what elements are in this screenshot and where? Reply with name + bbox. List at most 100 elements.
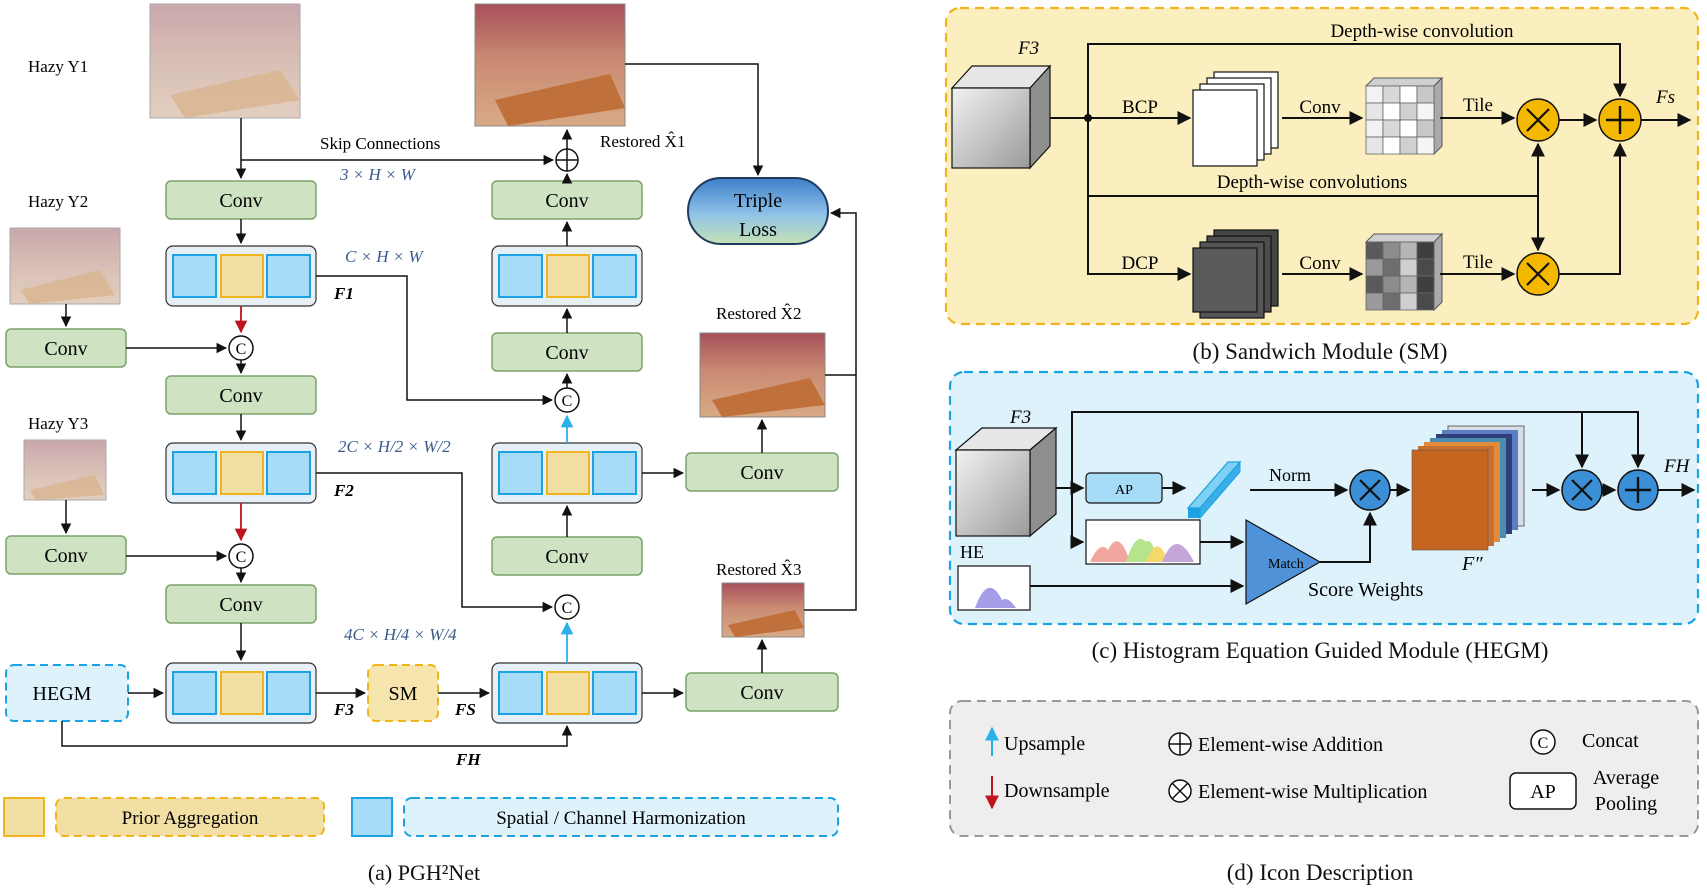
bcp-weight-grid [1364, 76, 1444, 156]
fh-label: FH [455, 750, 481, 769]
dcp-feature-stack [1192, 229, 1279, 319]
skip-connections-label: Skip Connections [320, 134, 440, 153]
block-enc-1 [165, 245, 317, 307]
hegm-box: HEGM [5, 664, 129, 722]
legend-pooling-label: Pooling [1595, 793, 1657, 815]
svg-text:Conv: Conv [740, 682, 783, 704]
concat-node-1: C [228, 335, 254, 361]
hazy1-label: Hazy Y1 [28, 57, 88, 76]
conv-box-dec-2: Conv [491, 332, 643, 372]
tile-label-2: Tile [1463, 252, 1493, 273]
sm-conv-label-1: Conv [1299, 97, 1341, 118]
legend-average-label: Average [1593, 767, 1659, 789]
svg-text:HEGM: HEGM [33, 683, 92, 705]
hegm-multiply-node-1 [1349, 469, 1391, 511]
he-histogram-box [957, 565, 1031, 611]
panel-a: Hazy Y1 Hazy Y2 Hazy Y3 Restored X̂1 Res… [3, 3, 857, 885]
hazy2-label: Hazy Y2 [28, 192, 88, 211]
hazy-image-2 [9, 227, 121, 305]
he-label: HE [960, 542, 984, 562]
dim-label-3: 2C × H/2 × W/2 [338, 437, 451, 456]
conv-box-dec-3: Conv [491, 536, 643, 576]
legend-multiplication-icon [1168, 779, 1192, 803]
svg-text:Conv: Conv [219, 190, 262, 212]
legend-addition-icon [1168, 732, 1192, 756]
svg-text:Match: Match [1268, 557, 1304, 572]
concat-node-2: C [228, 543, 254, 569]
depthwise-convs-label: Depth-wise convolutions [1217, 172, 1408, 193]
conv-box-enc-1: Conv [165, 180, 317, 220]
conv-box-side-3: Conv [5, 535, 127, 575]
svg-text:C: C [236, 549, 247, 566]
svg-text:Conv: Conv [545, 342, 588, 364]
tile-label-1: Tile [1463, 95, 1493, 116]
hegm-input-cube [954, 426, 1058, 538]
caption-c: (c) Histogram Equation Guided Module (HE… [1092, 638, 1549, 663]
svg-text:AP: AP [1530, 781, 1556, 803]
block-dec-1 [491, 245, 643, 307]
restored2-label: Restored X̂2 [716, 304, 801, 323]
dim-label-1: 3 × H × W [339, 165, 417, 184]
sm-multiply-node-2 [1516, 252, 1560, 296]
legend-ap-icon: AP [1509, 772, 1577, 810]
dcp-label: DCP [1122, 253, 1159, 274]
concat-node-4: C [554, 594, 580, 620]
dim-label-4: 4C × H/4 × W/4 [344, 625, 457, 644]
fs-label: FS [454, 700, 476, 719]
svg-text:AP: AP [1115, 483, 1133, 498]
score-weights-label: Score Weights [1308, 579, 1423, 601]
svg-text:C: C [236, 341, 247, 358]
caption-b: (b) Sandwich Module (SM) [1193, 339, 1448, 364]
legend-prior-aggregation: Prior Aggregation [3, 797, 325, 837]
conv-box-out-2: Conv [685, 452, 839, 492]
legend-concat-label: Concat [1582, 730, 1639, 752]
bcp-feature-stack [1192, 71, 1279, 167]
svg-text:Prior Aggregation: Prior Aggregation [122, 808, 259, 829]
svg-text:Conv: Conv [44, 338, 87, 360]
sm-conv-label-2: Conv [1299, 253, 1341, 274]
ap-box: AP [1085, 472, 1163, 504]
panel-a-connectors [60, 63, 857, 747]
conv-box-enc-3: Conv [165, 584, 317, 624]
hegm-multiply-node-2 [1561, 469, 1603, 511]
svg-text:C: C [562, 600, 573, 617]
f1-label: F1 [333, 284, 354, 303]
histogram-box [1085, 519, 1201, 565]
caption-d: (d) Icon Description [1227, 860, 1414, 885]
depthwise-conv-label: Depth-wise convolution [1330, 21, 1514, 42]
svg-text:Loss: Loss [739, 219, 777, 241]
bcp-label: BCP [1122, 97, 1158, 118]
panel-c-connectors [1030, 411, 1696, 593]
dcp-weight-grid [1364, 232, 1444, 312]
block-enc-2 [165, 442, 317, 504]
svg-text:Spatial / Channel Harmonizatio: Spatial / Channel Harmonization [496, 808, 746, 829]
sm-box: SM [367, 664, 439, 722]
norm-label: Norm [1269, 465, 1311, 485]
hegm-output-label: FH [1663, 456, 1691, 477]
legend-addition-label: Element-wise Addition [1198, 734, 1383, 756]
sm-output-label: Fs [1655, 87, 1675, 108]
hegm-f3-label: F3 [1009, 407, 1031, 428]
svg-text:Conv: Conv [44, 545, 87, 567]
conv-box-side-2: Conv [5, 328, 127, 368]
sm-add-node [1598, 98, 1642, 142]
panel-b: F3 [944, 6, 1700, 364]
panel-c: F3 AP HE Match [948, 370, 1700, 663]
block-dec-3 [491, 662, 643, 724]
svg-text:SM: SM [389, 683, 418, 705]
svg-text:Conv: Conv [219, 385, 262, 407]
svg-text:C: C [562, 393, 573, 410]
svg-text:Triple: Triple [734, 190, 782, 212]
restored-image-2 [699, 332, 826, 418]
legend-downsample-label: Downsample [1004, 780, 1110, 802]
hegm-add-node [1617, 469, 1659, 511]
concat-node-3: C [554, 387, 580, 413]
block-enc-3 [165, 662, 317, 724]
conv-box-dec-1: Conv [491, 180, 643, 220]
panel-b-connectors [1050, 43, 1692, 281]
hazy-image-1 [149, 3, 301, 119]
f3-label: F3 [333, 700, 354, 719]
hazy3-label: Hazy Y3 [28, 414, 88, 433]
match-triangle: Match [1245, 518, 1322, 606]
